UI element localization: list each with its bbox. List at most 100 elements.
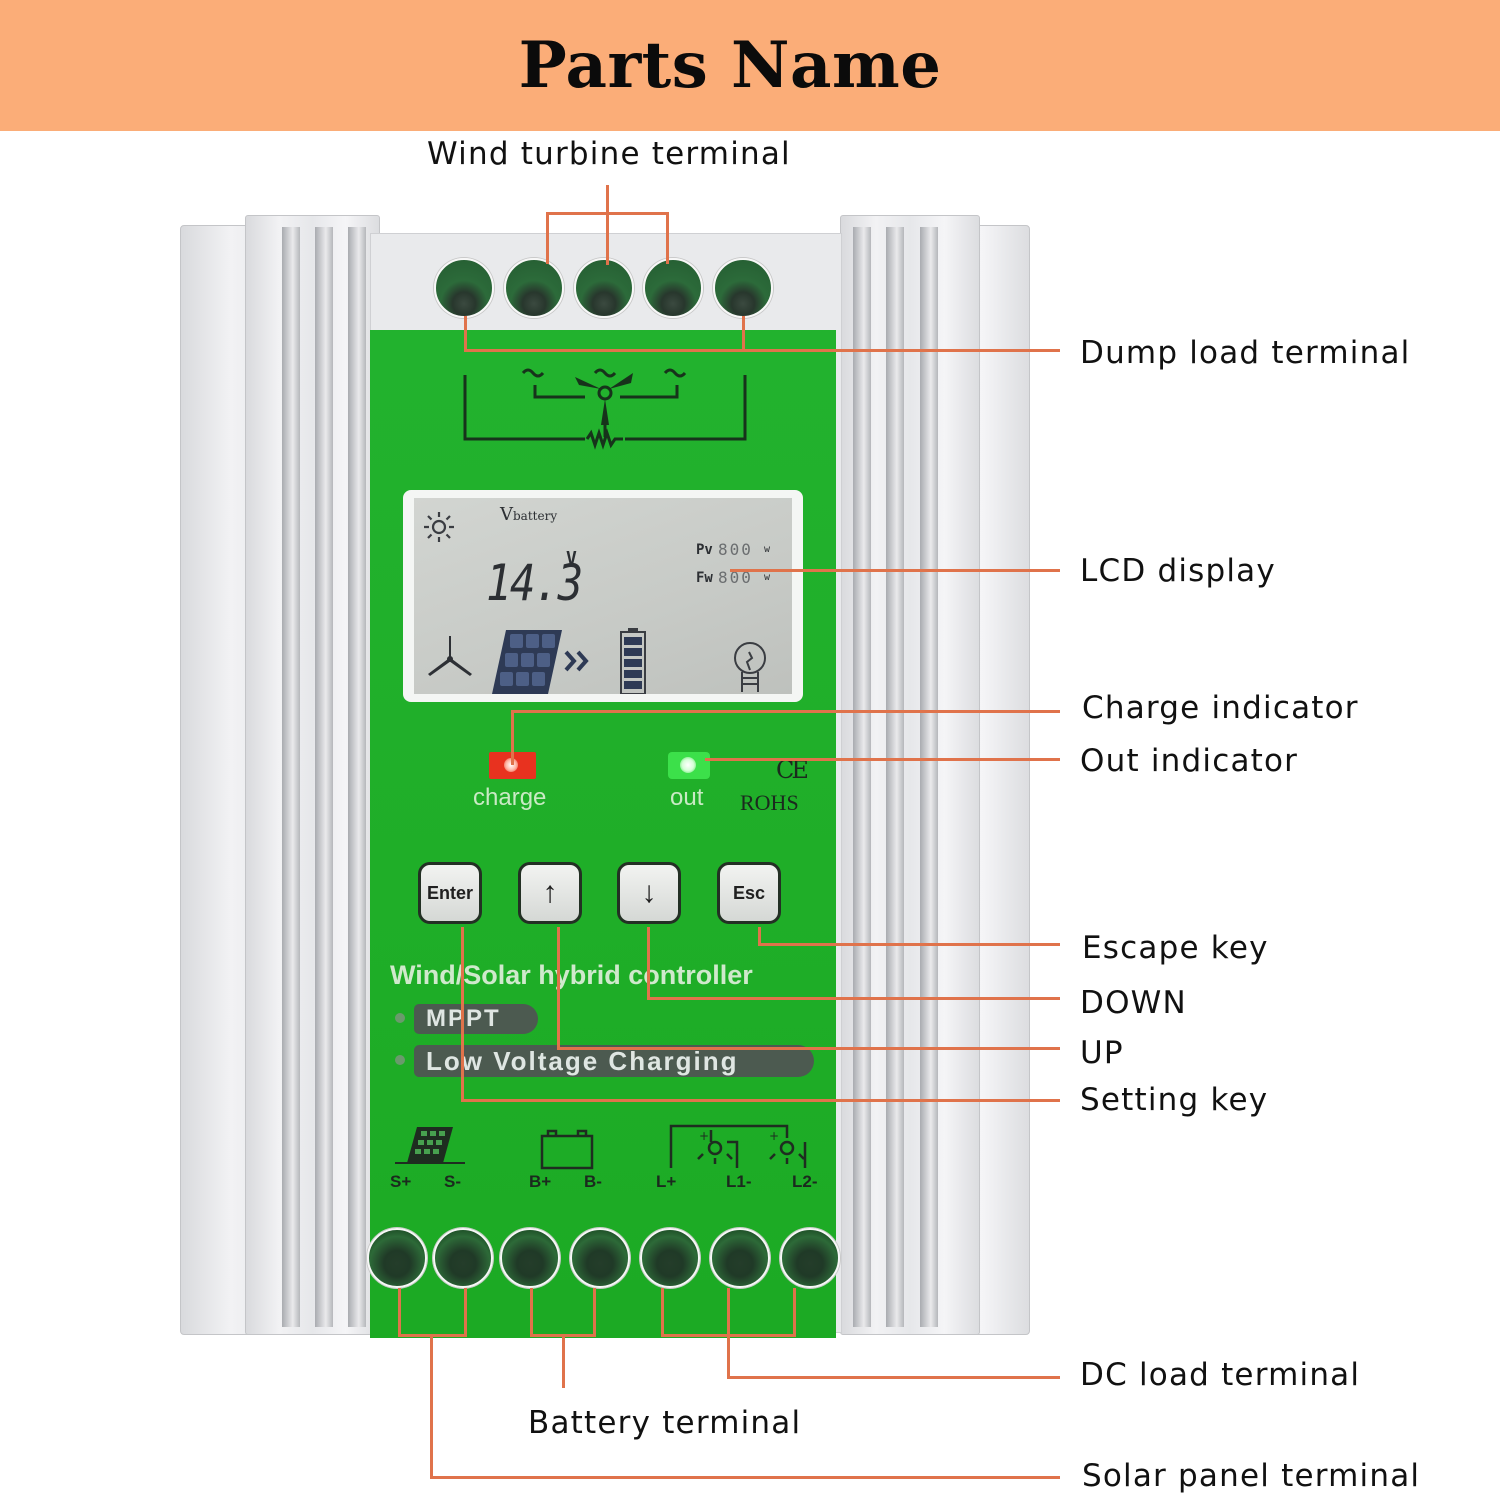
leader-line bbox=[464, 349, 1060, 352]
battery-positive-terminal[interactable] bbox=[500, 1228, 560, 1288]
leader-line bbox=[511, 710, 514, 765]
lcd-v-letter: V bbox=[500, 504, 513, 525]
feature-bullet bbox=[395, 1013, 405, 1023]
lcd-fw-label: Fw bbox=[696, 570, 713, 586]
label-out-indicator: Out indicator bbox=[1080, 743, 1299, 779]
leader-line bbox=[606, 185, 609, 265]
wind-terminal-2[interactable] bbox=[574, 258, 634, 318]
wind-turbine-schematic-icon bbox=[463, 368, 747, 450]
up-key[interactable]: ↑ bbox=[518, 862, 582, 924]
battery-level-icon bbox=[620, 628, 646, 694]
fin-groove bbox=[282, 227, 300, 1327]
lcd-vbattery-label: Vbattery bbox=[500, 504, 557, 525]
fin-groove bbox=[348, 227, 366, 1327]
lcd-voltage-value: 14.3 bbox=[486, 554, 583, 612]
wind-terminal-3[interactable] bbox=[643, 258, 703, 318]
leader-line bbox=[727, 1288, 730, 1378]
leader-line bbox=[557, 1047, 1060, 1050]
terminal-label-l1-minus: L1- bbox=[726, 1172, 752, 1191]
charge-led-glow bbox=[504, 758, 518, 772]
leader-line bbox=[730, 569, 1060, 572]
title-banner: Parts Name bbox=[0, 0, 1500, 131]
terminal-label-b-minus: B- bbox=[584, 1172, 602, 1191]
label-escape-key: Escape key bbox=[1082, 930, 1269, 966]
leader-line bbox=[593, 1288, 596, 1336]
feature-low-voltage-charging: Low Voltage Charging bbox=[414, 1045, 814, 1077]
leader-line bbox=[464, 316, 467, 352]
fin-groove bbox=[315, 227, 333, 1327]
down-key[interactable]: ↓ bbox=[617, 862, 681, 924]
lcd-battery-sub: battery bbox=[513, 509, 558, 523]
enter-key[interactable]: Enter bbox=[418, 862, 482, 924]
rohs-mark: ROHS bbox=[740, 790, 799, 815]
solar-negative-terminal[interactable] bbox=[433, 1228, 493, 1288]
solar-positive-terminal[interactable] bbox=[367, 1228, 427, 1288]
terminal-label-b-plus: B+ bbox=[529, 1172, 552, 1191]
leader-line bbox=[661, 1288, 664, 1336]
leader-line bbox=[430, 1476, 1060, 1479]
label-charge-indicator: Charge indicator bbox=[1082, 690, 1359, 726]
leader-line bbox=[705, 758, 1060, 761]
charge-controller-device bbox=[170, 205, 1030, 1355]
leader-line bbox=[461, 1099, 1060, 1102]
load2-negative-terminal[interactable] bbox=[780, 1228, 840, 1288]
leader-line bbox=[661, 1334, 796, 1337]
load1-negative-terminal[interactable] bbox=[710, 1228, 770, 1288]
fin-groove bbox=[920, 227, 938, 1327]
label-wind-turbine-terminal: Wind turbine terminal bbox=[427, 136, 791, 172]
leader-line bbox=[530, 1288, 533, 1336]
label-dc-load-terminal: DC load terminal bbox=[1080, 1357, 1361, 1393]
leader-line bbox=[742, 316, 745, 352]
label-dump-load-terminal: Dump load terminal bbox=[1080, 335, 1411, 371]
wind-turbine-icon bbox=[428, 636, 472, 676]
leader-line bbox=[398, 1288, 401, 1336]
svg-text:+: + bbox=[699, 1129, 709, 1143]
solar-panel-icon bbox=[492, 630, 562, 694]
feature-mppt: MPPT bbox=[414, 1004, 538, 1034]
page-title: Parts Name bbox=[518, 28, 942, 103]
out-led-glow bbox=[680, 757, 696, 773]
lcd-pv-label: Pv bbox=[696, 542, 713, 558]
label-lcd-display: LCD display bbox=[1080, 553, 1276, 589]
leader-line bbox=[464, 1288, 467, 1336]
leader-line bbox=[511, 710, 1060, 713]
product-name: Wind/Solar hybrid controller bbox=[390, 960, 753, 990]
leader-line bbox=[793, 1288, 796, 1336]
label-battery-terminal: Battery terminal bbox=[528, 1405, 802, 1441]
lcd-pv-unit: w bbox=[764, 544, 771, 555]
load-positive-terminal[interactable] bbox=[640, 1228, 700, 1288]
leader-line bbox=[647, 927, 650, 999]
out-led bbox=[668, 752, 710, 779]
charging-arrows-icon bbox=[564, 650, 589, 672]
wind-terminal-1[interactable] bbox=[504, 258, 564, 318]
fin-groove bbox=[853, 227, 871, 1327]
label-up-key: UP bbox=[1080, 1035, 1124, 1071]
label-down-key: DOWN bbox=[1080, 985, 1187, 1021]
esc-key[interactable]: Esc bbox=[717, 862, 781, 924]
label-solar-panel-terminal: Solar panel terminal bbox=[1082, 1458, 1421, 1494]
svg-text:+: + bbox=[769, 1129, 779, 1143]
leader-line bbox=[430, 1334, 433, 1478]
battery-icon bbox=[540, 1129, 594, 1170]
feature-bullet bbox=[395, 1055, 405, 1065]
leader-line bbox=[727, 1376, 1060, 1379]
leader-line bbox=[666, 212, 669, 264]
light-bulb-icon bbox=[734, 642, 766, 692]
wind-dump-terminal-1[interactable] bbox=[434, 258, 494, 318]
label-setting-key: Setting key bbox=[1080, 1082, 1269, 1118]
lcd-pv-value: 800 bbox=[718, 540, 753, 559]
wind-dump-terminal-2[interactable] bbox=[713, 258, 773, 318]
leader-line bbox=[647, 997, 1060, 1000]
lcd-fw-value: 800 bbox=[718, 568, 753, 587]
sun-icon bbox=[424, 512, 454, 542]
lcd-display: Vbattery 14.3 V Pv 800 w Fw 800 w bbox=[414, 498, 792, 694]
leader-line bbox=[546, 212, 669, 215]
terminal-label-l-plus: L+ bbox=[656, 1172, 677, 1191]
charge-led-label: charge bbox=[473, 784, 547, 811]
dc-load-lamps-icon: + + bbox=[669, 1124, 807, 1168]
out-led-label: out bbox=[670, 784, 704, 811]
leader-line bbox=[461, 927, 464, 1101]
fin-groove bbox=[886, 227, 904, 1327]
battery-negative-terminal[interactable] bbox=[570, 1228, 630, 1288]
lcd-fw-unit: w bbox=[764, 572, 771, 583]
